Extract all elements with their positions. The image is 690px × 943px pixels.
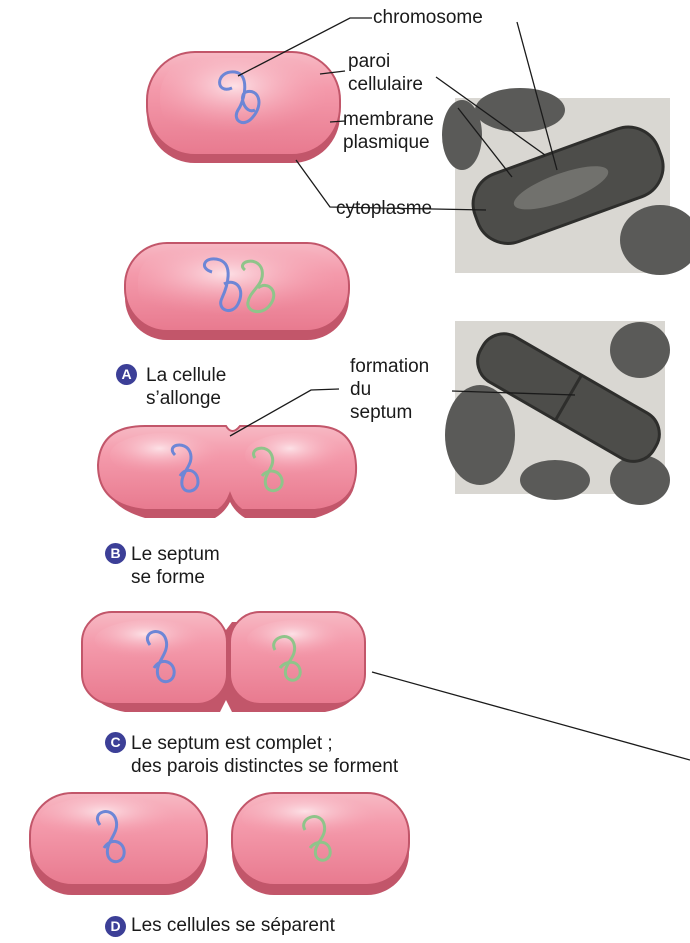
cell-septum-complete <box>82 612 365 712</box>
step-caption-d: Les cellules se séparent <box>131 914 335 937</box>
micrograph-bottom <box>445 321 670 505</box>
step-badge-b: B <box>105 543 126 564</box>
step-badge-a: A <box>116 364 137 385</box>
step-badge-c: C <box>105 732 126 753</box>
label-formation-septum: formation du septum <box>350 355 429 424</box>
label-cytoplasme: cytoplasme <box>336 197 432 220</box>
cells-separated <box>30 793 409 895</box>
step-badge-d: D <box>105 916 126 937</box>
cell-elongated <box>125 243 349 340</box>
step-caption-a: La cellule s’allonge <box>146 364 226 410</box>
step-caption-b: Le septum se forme <box>131 543 220 589</box>
micrograph-top <box>442 88 690 275</box>
step-caption-c: Le septum est complet ; des parois disti… <box>131 732 398 778</box>
cell-septum-forming <box>98 426 356 518</box>
label-chromosome: chromosome <box>373 6 483 29</box>
label-paroi-cellulaire: paroi cellulaire <box>348 50 423 96</box>
cell-top <box>147 52 340 163</box>
label-membrane-plasmique: membrane plasmique <box>343 108 434 154</box>
